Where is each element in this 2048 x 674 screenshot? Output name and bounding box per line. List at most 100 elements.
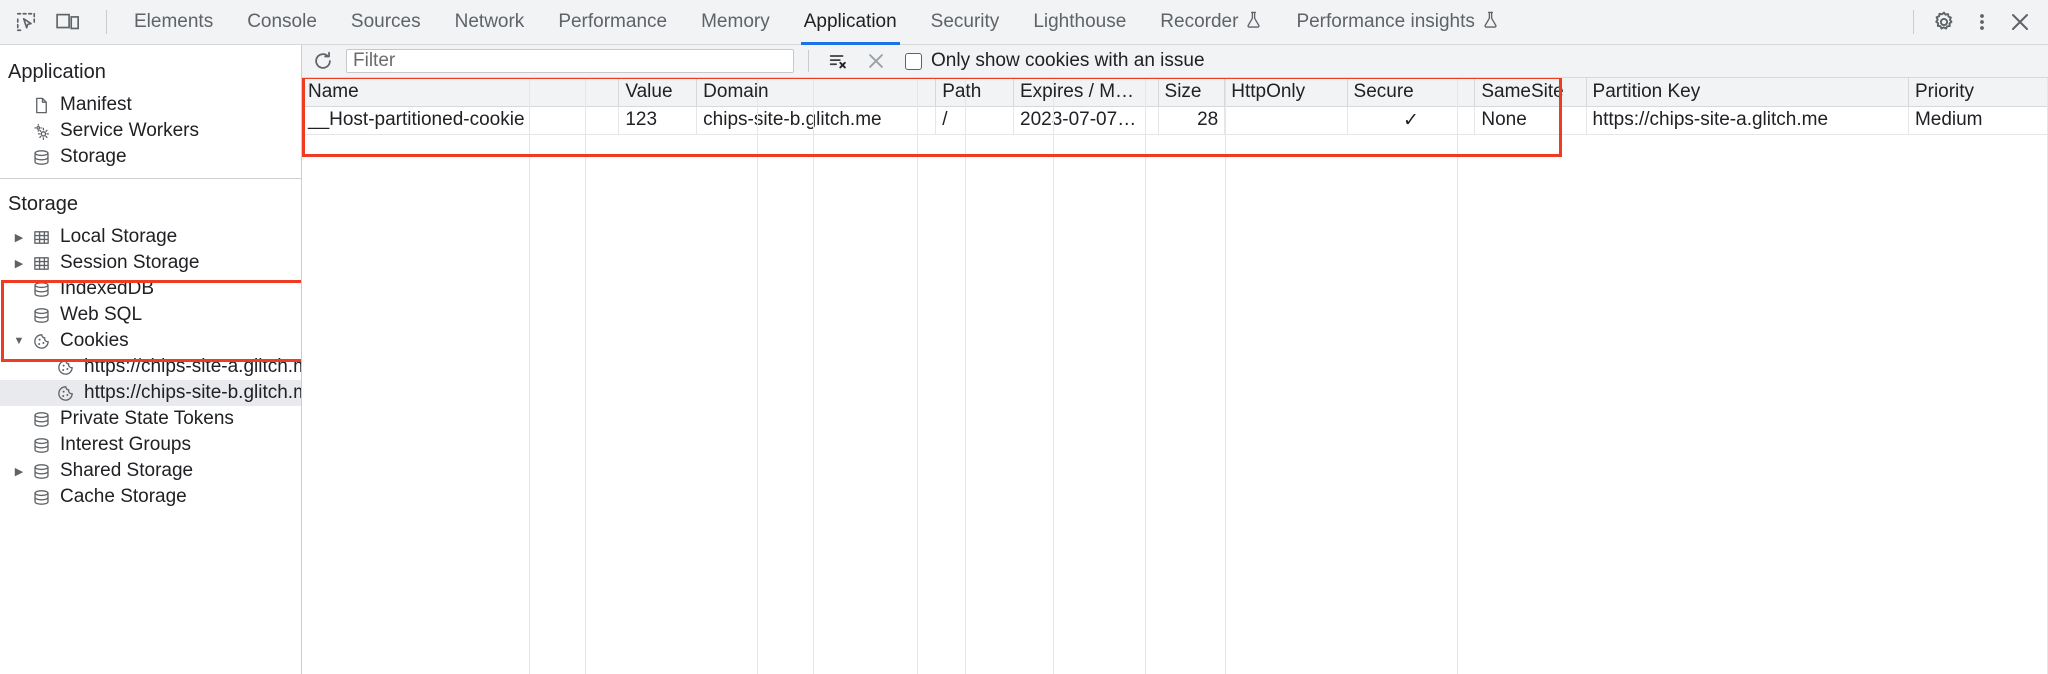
clear-all-cookies-icon[interactable] [861, 48, 891, 74]
sidebar-item-cookies[interactable]: ▼Cookies [0, 328, 301, 354]
sidebar-item-https-chips-site-b-glitch-me[interactable]: ▶https://chips-site-b.glitch.me [0, 380, 301, 406]
cell-path: / [935, 106, 1014, 135]
cookies-filter-toolbar: Filter Only show cookies with an [302, 45, 2048, 78]
sidebar-item-label: Local Storage [60, 226, 178, 247]
sidebar-item-storage[interactable]: ▶Storage [0, 144, 301, 170]
sidebar-item-manifest[interactable]: ▶Manifest [0, 92, 301, 118]
cell-name: __Host-partitioned-cookie [302, 106, 620, 135]
sidebar-item-cache-storage[interactable]: ▶Cache Storage [0, 484, 301, 510]
tab-memory[interactable]: Memory [684, 0, 787, 45]
column-header-secure[interactable]: Secure [1347, 78, 1476, 107]
cell-domain: chips-site-b.glitch.me [696, 106, 937, 135]
empty-column-secure [1054, 78, 1146, 674]
filter-input[interactable]: Filter [346, 49, 794, 73]
empty-column-grid [302, 78, 2048, 674]
only-show-issues-checkbox-row[interactable]: Only show cookies with an issue [905, 50, 1205, 72]
filter-placeholder-text: Filter [353, 50, 396, 71]
sidebar-item-interest-groups[interactable]: ▶Interest Groups [0, 432, 301, 458]
chevron-right-icon[interactable]: ▶ [14, 231, 24, 244]
sidebar-item-service-workers[interactable]: ▶Service Workers [0, 118, 301, 144]
sidebar-item-web-sql[interactable]: ▶Web SQL [0, 302, 301, 328]
cell-value: 123 [618, 106, 698, 135]
sidebar-item-local-storage[interactable]: ▶ Local Storage [0, 224, 301, 250]
column-header-priority[interactable]: Priority [1908, 78, 2048, 107]
devtools-body: Application▶Manifest▶Service Workers▶Sto… [0, 45, 2048, 674]
tab-lighthouse[interactable]: Lighthouse [1016, 0, 1143, 45]
chevron-down-icon[interactable]: ▼ [13, 335, 25, 347]
sidebar-section-divider [0, 178, 301, 179]
gears-icon [28, 122, 54, 141]
tab-label: Security [930, 11, 1000, 32]
close-icon[interactable] [2002, 5, 2038, 39]
column-header-partitionkey[interactable]: Partition Key [1586, 78, 1909, 107]
empty-column-expires [814, 78, 918, 674]
chevron-right-icon[interactable]: ▶ [14, 257, 24, 270]
database-icon [28, 280, 54, 299]
tabbar-divider [106, 10, 107, 34]
database-icon [28, 488, 54, 507]
tab-console[interactable]: Console [230, 0, 334, 45]
tab-label: Recorder [1160, 11, 1239, 32]
cell-samesite: None [1474, 106, 1587, 135]
tab-application[interactable]: Application [787, 0, 914, 45]
cookie-icon [52, 384, 78, 403]
sidebar-section-title: Storage [8, 193, 79, 215]
chevron-right-icon[interactable]: ▶ [14, 465, 24, 478]
empty-column-path [758, 78, 814, 674]
column-header-name[interactable]: Name [302, 78, 620, 107]
column-header-samesite[interactable]: SameSite [1474, 78, 1587, 107]
column-header-expires[interactable]: Expires / M… [1013, 78, 1159, 107]
tab-label: Memory [701, 11, 770, 32]
sidebar-item-label: Session Storage [60, 252, 200, 273]
column-header-path[interactable]: Path [935, 78, 1014, 107]
more-options-icon[interactable] [1964, 5, 2000, 39]
cookies-panel: Filter Only show cookies with an [302, 45, 2048, 674]
tabbar-tool-icons [8, 5, 96, 39]
refresh-icon[interactable] [308, 48, 338, 74]
sidebar-item-session-storage[interactable]: ▶ Session Storage [0, 250, 301, 276]
sidebar-item-label: Web SQL [60, 304, 143, 325]
column-header-httponly[interactable]: HttpOnly [1224, 78, 1348, 107]
column-header-domain[interactable]: Domain [696, 78, 937, 107]
tab-label: Elements [134, 11, 214, 32]
tab-security[interactable]: Security [914, 0, 1017, 45]
sidebar-item-private-state-tokens[interactable]: ▶Private State Tokens [0, 406, 301, 432]
tab-performance[interactable]: Performance [541, 0, 684, 45]
cell-size: 28 [1158, 106, 1226, 135]
gear-icon[interactable] [1926, 5, 1962, 39]
tab-network[interactable]: Network [438, 0, 542, 45]
tabbar-right-divider [1913, 10, 1914, 34]
column-header-size[interactable]: Size [1158, 78, 1226, 107]
device-toolbar-icon[interactable] [50, 5, 86, 39]
tab-label: Performance [558, 11, 668, 32]
column-header-value[interactable]: Value [618, 78, 698, 107]
filterbar-divider [808, 50, 809, 72]
tab-performance-insights[interactable]: Performance insights [1279, 0, 1515, 45]
inspect-element-icon[interactable] [8, 5, 44, 39]
sidebar-item-label: IndexedDB [60, 278, 155, 299]
clear-filtered-cookies-icon[interactable] [823, 48, 853, 74]
cell-httponly [1224, 106, 1348, 135]
empty-column-value [530, 78, 586, 674]
tab-recorder[interactable]: Recorder [1143, 0, 1279, 45]
sidebar-item-indexeddb[interactable]: ▶IndexedDB [0, 276, 301, 302]
tab-elements[interactable]: Elements [117, 0, 230, 45]
only-show-issues-label: Only show cookies with an issue [931, 50, 1205, 71]
sidebar-item-https-chips-site-a-glitch-me[interactable]: ▶https://chips-site-a.glitch.me [0, 354, 301, 380]
sidebar-section-title: Application [8, 61, 106, 83]
only-show-issues-checkbox[interactable] [905, 52, 922, 70]
tab-sources[interactable]: Sources [334, 0, 438, 45]
cell-secure: ✓ [1347, 106, 1476, 135]
sidebar-item-shared-storage[interactable]: ▶ Shared Storage [0, 458, 301, 484]
tab-label: Performance insights [1296, 11, 1475, 32]
table-icon [28, 228, 54, 247]
sidebar-item-label: Private State Tokens [60, 408, 234, 429]
cookie-icon [28, 332, 54, 351]
sidebar-item-label: Shared Storage [60, 460, 194, 481]
